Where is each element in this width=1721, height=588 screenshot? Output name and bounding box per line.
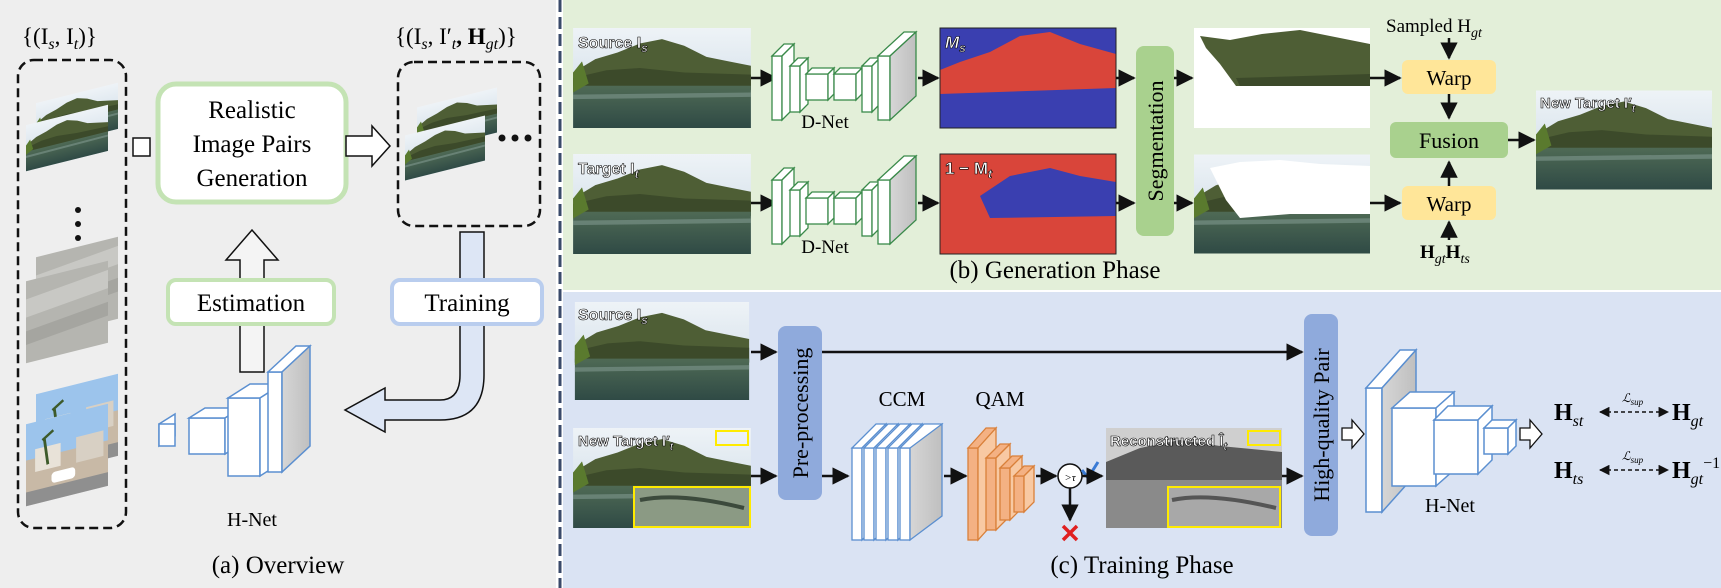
- svg-text:Hgt: Hgt: [1672, 400, 1704, 430]
- gen-source-tag: Source Is: [578, 35, 648, 55]
- gen-new-target-tag: New Target I′t: [1540, 95, 1637, 115]
- high-quality-pair-box: [1304, 314, 1338, 536]
- preprocessing-box: [778, 326, 822, 500]
- svg-text:Hgt−1: Hgt−1: [1672, 455, 1720, 488]
- hollow-arrow-out: [345, 124, 392, 168]
- hnet-training: [1364, 348, 1518, 514]
- generation-caption: (b) Generation Phase: [949, 257, 1160, 284]
- loss-eq-1: Hst ℒsup Hgt: [1554, 391, 1704, 430]
- svg-text:ℒsup: ℒsup: [1622, 391, 1644, 407]
- fusion-box: [1390, 122, 1508, 158]
- dnet-bottom: [770, 154, 918, 246]
- mask-s-label: Ms: [945, 33, 966, 55]
- segmentation-label: Segmentation: [1143, 81, 1168, 202]
- svg-text:ℒsup: ℒsup: [1622, 449, 1644, 465]
- loss-eq-2: Hts ℒsup Hgt−1: [1554, 449, 1720, 488]
- estimation-box: [166, 278, 336, 326]
- mask-t-label: 1 − Mt: [945, 159, 993, 181]
- svg-text:Hst: Hst: [1554, 400, 1584, 430]
- segmentation-box: [1136, 46, 1174, 236]
- mask-s-image: [939, 27, 1117, 129]
- training-caption: (c) Training Phase: [1050, 552, 1233, 579]
- ccm-block: [850, 422, 944, 542]
- training-box: [390, 278, 544, 326]
- sampled-hgt-label: Sampled Hgt: [1386, 16, 1483, 41]
- preprocessing-label: Pre-processing: [788, 348, 813, 479]
- dnet-bottom-label: D-Net: [801, 237, 849, 258]
- gen-target-tag: Target It: [578, 161, 640, 181]
- threshold-label: >τ: [1064, 472, 1076, 484]
- dnet-top: [770, 30, 918, 122]
- ccm-label: CCM: [879, 387, 926, 411]
- train-new-target-image: [573, 428, 751, 528]
- generation-box-line3: Generation: [196, 165, 308, 192]
- qam-label: QAM: [975, 387, 1024, 411]
- training-curved-arrow: [343, 231, 485, 434]
- hnet-overview-label: H-Net: [227, 509, 277, 531]
- horizontal-ellipsis: [498, 134, 532, 142]
- input-pair-street: [26, 371, 118, 509]
- output-set-label: {(Is, I′t, Hgt)}: [395, 24, 517, 53]
- reject-icon: [1061, 524, 1079, 542]
- qam-block: [966, 426, 1036, 542]
- dnet-top-label: D-Net: [801, 112, 849, 133]
- train-source-tag: Source Is: [578, 307, 648, 327]
- vertical-ellipsis: [75, 207, 81, 241]
- hollow-arrow-in: [132, 137, 151, 157]
- hnet-overview: [158, 344, 312, 478]
- warp-top-label: Warp: [1427, 66, 1472, 90]
- hollow-arrow-hnet-out: [1519, 418, 1543, 450]
- generation-box-line1: Realistic: [208, 97, 295, 124]
- segmented-source-image: [1194, 28, 1370, 128]
- generation-box-line2: Image Pairs: [193, 131, 312, 158]
- hollow-arrow-hnet-in: [1341, 418, 1365, 450]
- overview-caption: (a) Overview: [212, 552, 345, 579]
- reconstructed-image: [1106, 428, 1282, 528]
- reconstructed-tag: Reconstructed Ît: [1110, 432, 1228, 453]
- hgt-hts-label: HgtHts: [1420, 242, 1470, 267]
- high-quality-pair-label: High-quality Pair: [1309, 348, 1334, 502]
- warp-bottom-label: Warp: [1427, 192, 1472, 216]
- fusion-label: Fusion: [1419, 128, 1479, 153]
- segmented-target-image: [1194, 154, 1370, 254]
- warp-top-box: [1402, 60, 1496, 94]
- svg-text:Hts: Hts: [1554, 458, 1583, 488]
- train-new-target-tag: New Target I′t: [578, 433, 675, 453]
- input-set-label: {(Is, It)}: [22, 24, 97, 53]
- hnet-training-label: H-Net: [1425, 495, 1475, 517]
- mask-t-image: [939, 153, 1117, 255]
- estimation-label: Estimation: [197, 290, 306, 317]
- training-label: Training: [424, 290, 510, 317]
- output-pairs-box: [396, 60, 542, 228]
- warp-bottom-box: [1402, 186, 1496, 220]
